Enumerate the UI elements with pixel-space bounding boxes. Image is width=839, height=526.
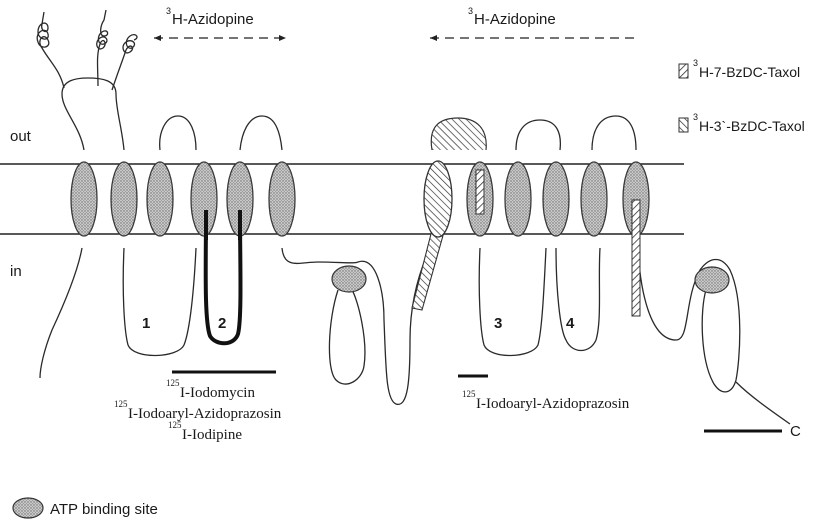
out-label: out xyxy=(10,128,32,145)
loop-number-2: 2 xyxy=(218,315,226,332)
iodipine-label: I-Iodipine xyxy=(182,427,242,443)
tm-helix-9 xyxy=(505,162,531,236)
azidopine-right-sup: 3 xyxy=(468,6,473,16)
iodomycin-label: I-Iodomycin xyxy=(180,385,255,401)
taxol3-legend-label: H-3`-BzDC-Taxol xyxy=(699,118,805,134)
extracellular-loop-2 xyxy=(160,116,196,150)
azidopine-left-range xyxy=(154,35,286,41)
azidopine-left-label: H-Azidopine xyxy=(172,11,254,28)
azidopine-right-range xyxy=(430,35,640,41)
azidopine-right-label: H-Azidopine xyxy=(474,11,556,28)
taxol-insert-helix-12 xyxy=(632,200,640,316)
extracellular-loop-6 xyxy=(592,116,636,150)
second-half-tail-loop xyxy=(638,248,740,392)
taxol7-legend-swatch xyxy=(679,64,688,78)
tm-helix-6 xyxy=(269,162,295,236)
iodoaryl-left-label: I-Iodoaryl-Azidoprazosin xyxy=(128,406,282,422)
c-terminal-tail xyxy=(736,382,790,424)
extracellular-loop-4 xyxy=(431,118,486,150)
atp-binding-site-1 xyxy=(332,266,366,292)
atp-binding-site-2 xyxy=(695,267,729,293)
tm-helix-1 xyxy=(71,162,97,236)
tm-helix-3 xyxy=(147,162,173,236)
tm-helix-11 xyxy=(581,162,607,236)
intracellular-loop-4 xyxy=(556,248,600,351)
n-terminal-tail xyxy=(40,248,82,378)
iodoaryl-right-label: I-Iodoaryl-Azidoprazosin xyxy=(476,396,630,412)
extracellular-loop-1 xyxy=(62,78,124,150)
azidopine-left-sup: 3 xyxy=(166,6,171,16)
extracellular-loop-5 xyxy=(516,120,560,150)
loop-number-1: 1 xyxy=(142,315,150,332)
taxol3-legend-swatch xyxy=(679,118,688,132)
iodomycin-sup: 125 xyxy=(166,378,180,388)
in-label: in xyxy=(10,263,22,280)
iodipine-sup: 125 xyxy=(168,420,182,430)
atp-legend-label: ATP binding site xyxy=(50,501,158,518)
taxol3-legend-sup: 3 xyxy=(693,112,698,122)
atp-legend-swatch xyxy=(13,498,43,518)
tm-helix-10 xyxy=(543,162,569,236)
intracellular-loop-3 xyxy=(479,248,546,356)
taxol-hatched-segment xyxy=(412,230,444,310)
taxol-insert-helix-8 xyxy=(476,170,484,214)
iodoaryl-left-sup: 125 xyxy=(114,399,128,409)
extracellular-loop-3 xyxy=(240,116,282,150)
nbd1-loop xyxy=(329,290,364,384)
tm-helix-2 xyxy=(111,162,137,236)
tm-helix-7 xyxy=(424,161,452,237)
loop-number-4: 4 xyxy=(566,315,575,332)
iodoaryl-right-sup: 125 xyxy=(462,389,476,399)
loop-number-3: 3 xyxy=(494,315,502,332)
intracellular-loop-1 xyxy=(123,248,196,356)
c-terminus-label: C xyxy=(790,423,801,440)
taxol7-legend-sup: 3 xyxy=(693,58,698,68)
taxol7-legend-label: H-7-BzDC-Taxol xyxy=(699,64,800,80)
